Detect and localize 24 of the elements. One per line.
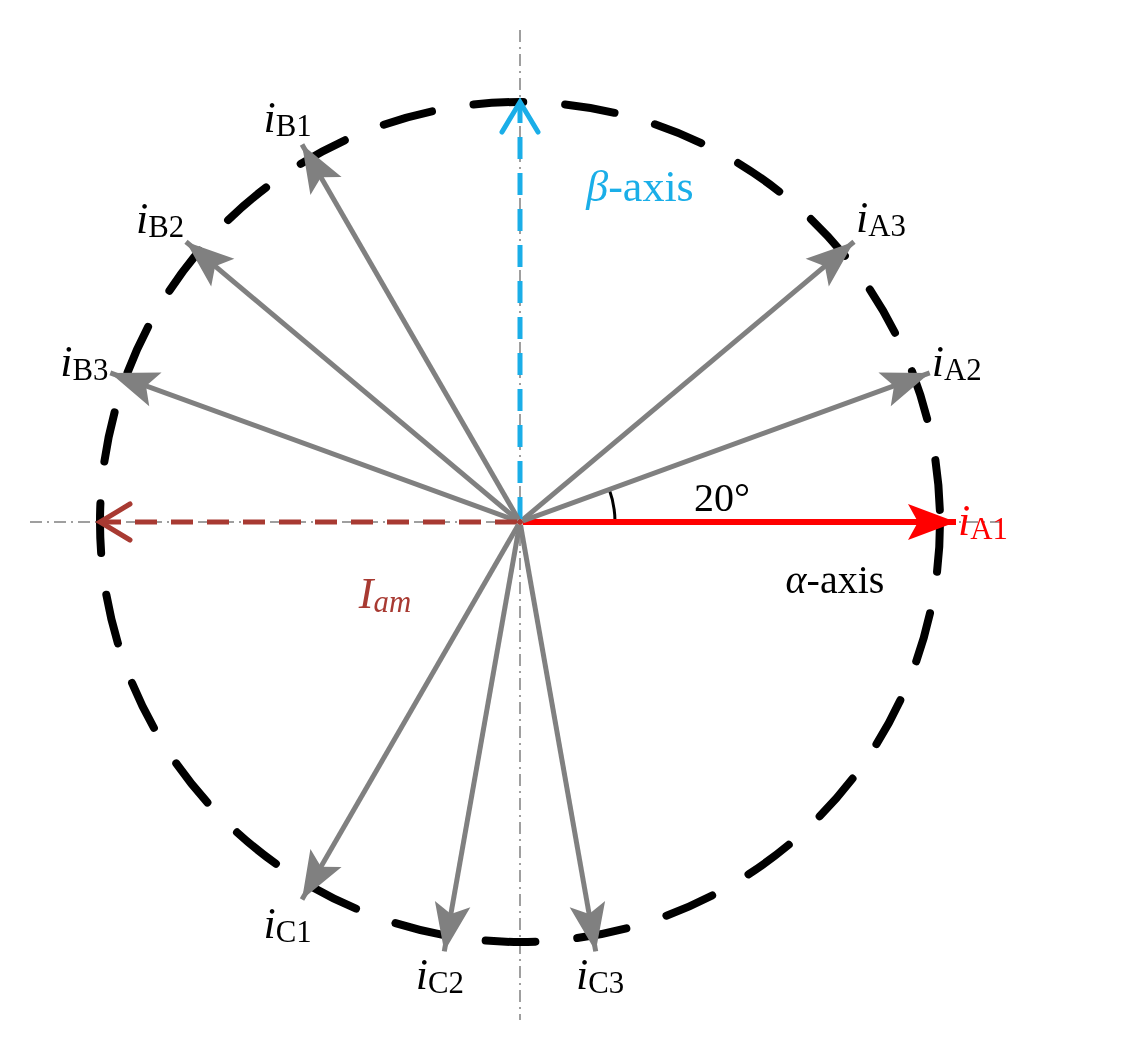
vector-arrow <box>434 524 522 952</box>
edge-label: β-axis <box>586 165 694 209</box>
vector-label: i$_{C2}$ <box>415 953 464 1000</box>
vector-arrow <box>521 370 931 524</box>
vector-label: i$_{A2}$ <box>931 339 982 387</box>
vector-arrow <box>299 143 521 521</box>
edge-label: I$_{am}$ <box>358 571 412 619</box>
vector-label: i$_{A1}$ <box>958 498 1008 546</box>
vector-label: i$_{A3}$ <box>856 195 906 243</box>
vector-label: i$_{B3}$ <box>60 340 109 387</box>
vector-label: i$_{C3}$ <box>576 953 625 1000</box>
dashed-arrow <box>97 501 517 543</box>
vector-label: i$_{B2}$ <box>135 196 185 244</box>
dashed-arrow <box>499 99 541 519</box>
vector-label: i$_{B1}$ <box>263 96 312 143</box>
axis-label: α-axis <box>785 560 885 600</box>
vector-arrow <box>523 504 956 540</box>
vector-arrow <box>520 239 856 522</box>
vector-label: i$_{C1}$ <box>263 901 312 948</box>
vector-arrow <box>184 239 520 522</box>
origin-point <box>517 519 523 525</box>
vector-arrow <box>299 523 521 901</box>
vector-arrow <box>518 524 606 952</box>
angle-label: 20° <box>694 478 750 518</box>
